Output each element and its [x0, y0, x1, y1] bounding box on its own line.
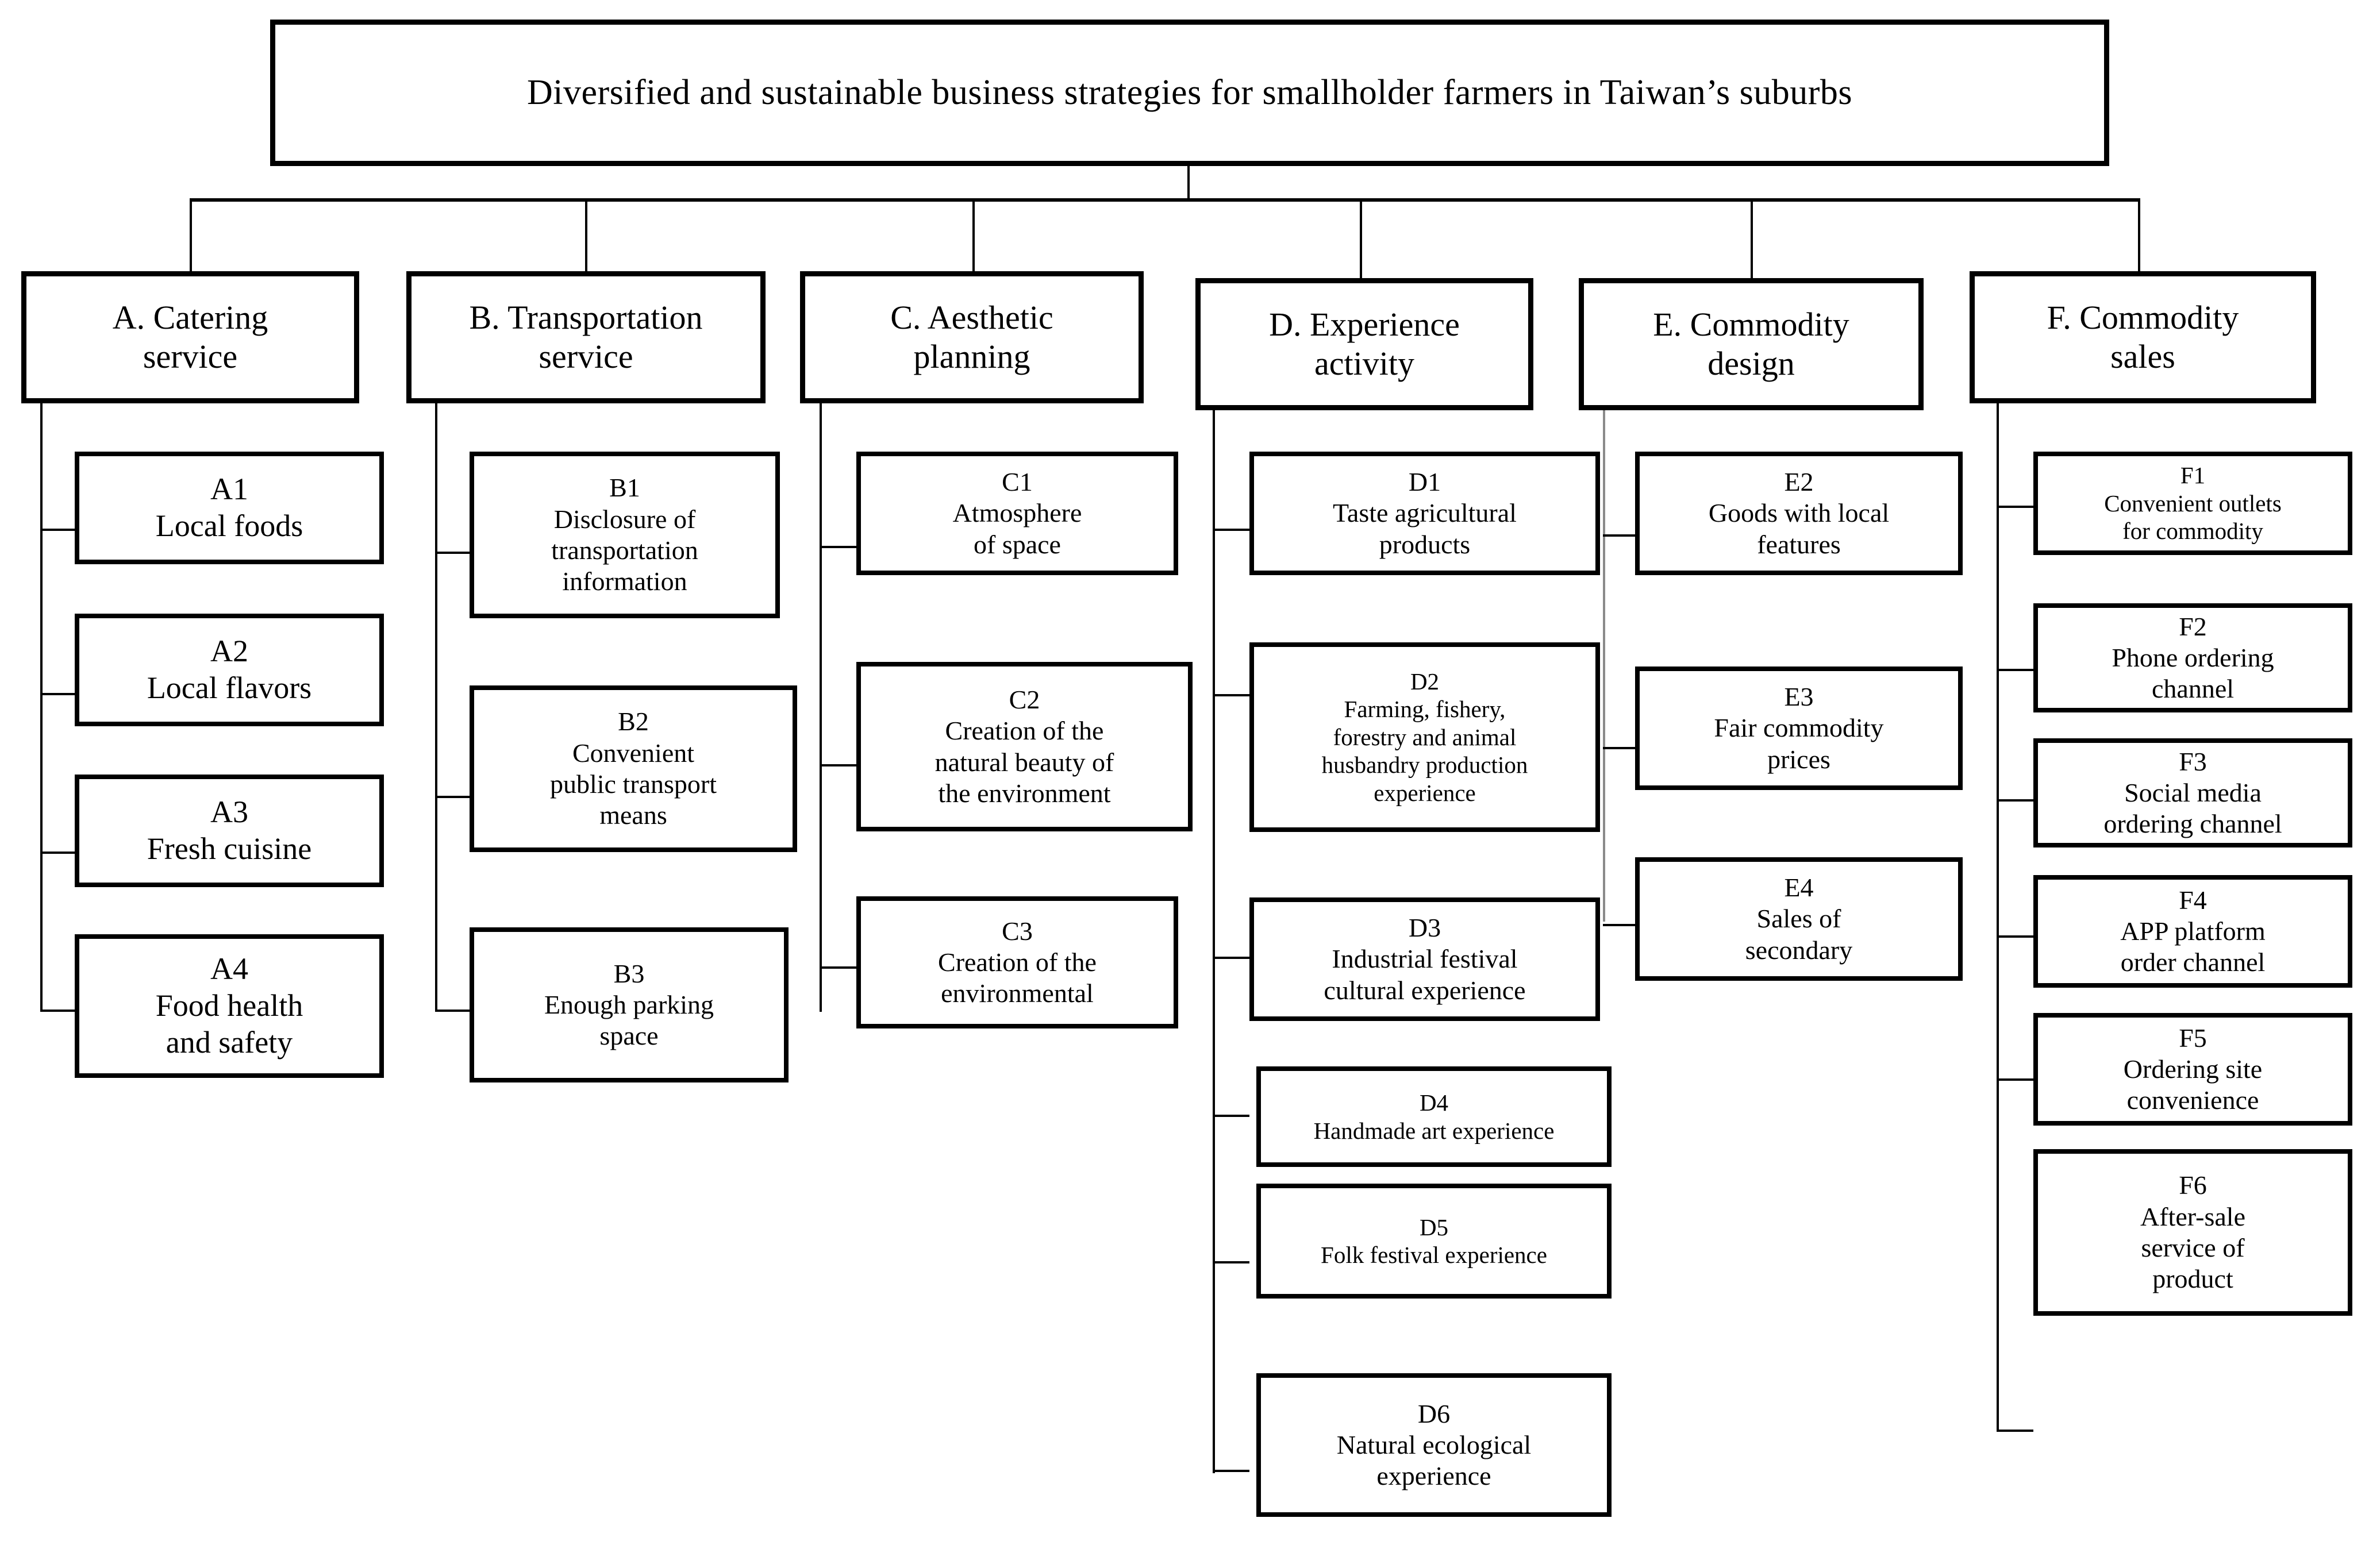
leaf-node-a2[interactable]: A2 Local flavors — [75, 614, 384, 726]
leaf-node-b1[interactable]: B1 Disclosure of transportation informat… — [470, 452, 780, 618]
leaf-node-d5[interactable]: D5 Folk festival experience — [1256, 1184, 1612, 1299]
root-stem-connector — [1187, 166, 1190, 199]
leaf-node-e3[interactable]: E3 Fair commodity prices — [1635, 667, 1963, 790]
stub-connector-a3 — [40, 852, 77, 854]
stub-connector-f5 — [1997, 1078, 2033, 1081]
leaf-node-f1[interactable]: F1 Convenient outlets for commodity — [2033, 452, 2352, 555]
stub-connector-d4 — [1213, 1115, 1249, 1117]
trunk-connector-f — [1997, 403, 1999, 1432]
stub-connector-c3 — [820, 966, 856, 969]
stub-connector-f1 — [1997, 506, 2033, 508]
level1-bus-connector — [190, 198, 2138, 202]
leaf-node-a4[interactable]: A4 Food health and safety — [75, 934, 384, 1078]
branch-node-b[interactable]: B. Transportation service — [406, 271, 766, 403]
stub-connector-e4 — [1603, 924, 1640, 926]
trunk-connector-b — [435, 403, 437, 1012]
leaf-node-b2[interactable]: B2 Convenient public transport means — [470, 685, 797, 852]
trunk-connector-e — [1603, 410, 1605, 922]
leaf-node-f3[interactable]: F3 Social media ordering channel — [2033, 738, 2352, 847]
stub-connector-f2 — [1997, 669, 2033, 671]
stub-connector-d5 — [1213, 1261, 1249, 1263]
leaf-node-a3[interactable]: A3 Fresh cuisine — [75, 775, 384, 887]
leaf-node-d1[interactable]: D1 Taste agricultural products — [1249, 452, 1600, 575]
stub-connector-c2 — [820, 764, 856, 766]
leaf-node-a1[interactable]: A1 Local foods — [75, 452, 384, 564]
stub-connector-d3 — [1213, 957, 1249, 959]
stub-connector-d2 — [1213, 694, 1249, 696]
leaf-node-d4[interactable]: D4 Handmade art experience — [1256, 1066, 1612, 1167]
drop-connector-e — [1751, 198, 1753, 279]
drop-connector-c — [972, 198, 975, 273]
drop-connector-a — [190, 198, 192, 273]
leaf-node-c1[interactable]: C1 Atmosphere of space — [856, 452, 1178, 575]
stub-connector-f3 — [1997, 799, 2033, 802]
leaf-node-e2[interactable]: E2 Goods with local features — [1635, 452, 1963, 575]
stub-connector-d6 — [1213, 1470, 1249, 1472]
stub-connector-d1 — [1213, 529, 1249, 531]
leaf-node-e4[interactable]: E4 Sales of secondary — [1635, 857, 1963, 981]
leaf-node-c2[interactable]: C2 Creation of the natural beauty of the… — [856, 662, 1193, 831]
branch-node-f[interactable]: F. Commodity sales — [1970, 271, 2316, 403]
root-node-box[interactable]: Diversified and sustainable business str… — [270, 20, 2109, 166]
leaf-node-f4[interactable]: F4 APP platform order channel — [2033, 875, 2352, 988]
stub-connector-f4 — [1997, 935, 2033, 938]
stub-connector-f6 — [1997, 1430, 2033, 1432]
stub-connector-a1 — [40, 529, 77, 531]
leaf-node-f2[interactable]: F2 Phone ordering channel — [2033, 603, 2352, 712]
stub-connector-b1 — [435, 552, 472, 554]
drop-connector-f — [2138, 198, 2140, 273]
branch-node-d[interactable]: D. Experience activity — [1195, 278, 1533, 410]
leaf-node-d6[interactable]: D6 Natural ecological experience — [1256, 1373, 1612, 1517]
leaf-node-d2[interactable]: D2 Farming, fishery, forestry and animal… — [1249, 642, 1600, 832]
drop-connector-d — [1360, 198, 1362, 279]
stub-connector-e2 — [1603, 534, 1640, 537]
branch-node-e[interactable]: E. Commodity design — [1579, 278, 1924, 410]
drop-connector-b — [585, 198, 587, 273]
leaf-node-b3[interactable]: B3 Enough parking space — [470, 927, 789, 1082]
leaf-node-f6[interactable]: F6 After-sale service of product — [2033, 1149, 2352, 1316]
leaf-node-d3[interactable]: D3 Industrial festival cultural experien… — [1249, 897, 1600, 1021]
stub-connector-b2 — [435, 796, 472, 798]
leaf-node-c3[interactable]: C3 Creation of the environmental — [856, 896, 1178, 1028]
branch-node-c[interactable]: C. Aesthetic planning — [800, 271, 1144, 403]
stub-connector-b3 — [435, 1010, 472, 1012]
stub-connector-a4 — [40, 1010, 77, 1012]
stub-connector-a2 — [40, 693, 77, 695]
trunk-connector-a — [40, 403, 43, 1012]
trunk-connector-d — [1213, 410, 1215, 1473]
trunk-connector-c — [820, 403, 822, 1012]
stub-connector-e3 — [1603, 747, 1640, 749]
leaf-node-f5[interactable]: F5 Ordering site convenience — [2033, 1013, 2352, 1126]
branch-node-a[interactable]: A. Catering service — [21, 271, 359, 403]
stub-connector-c1 — [820, 546, 856, 548]
